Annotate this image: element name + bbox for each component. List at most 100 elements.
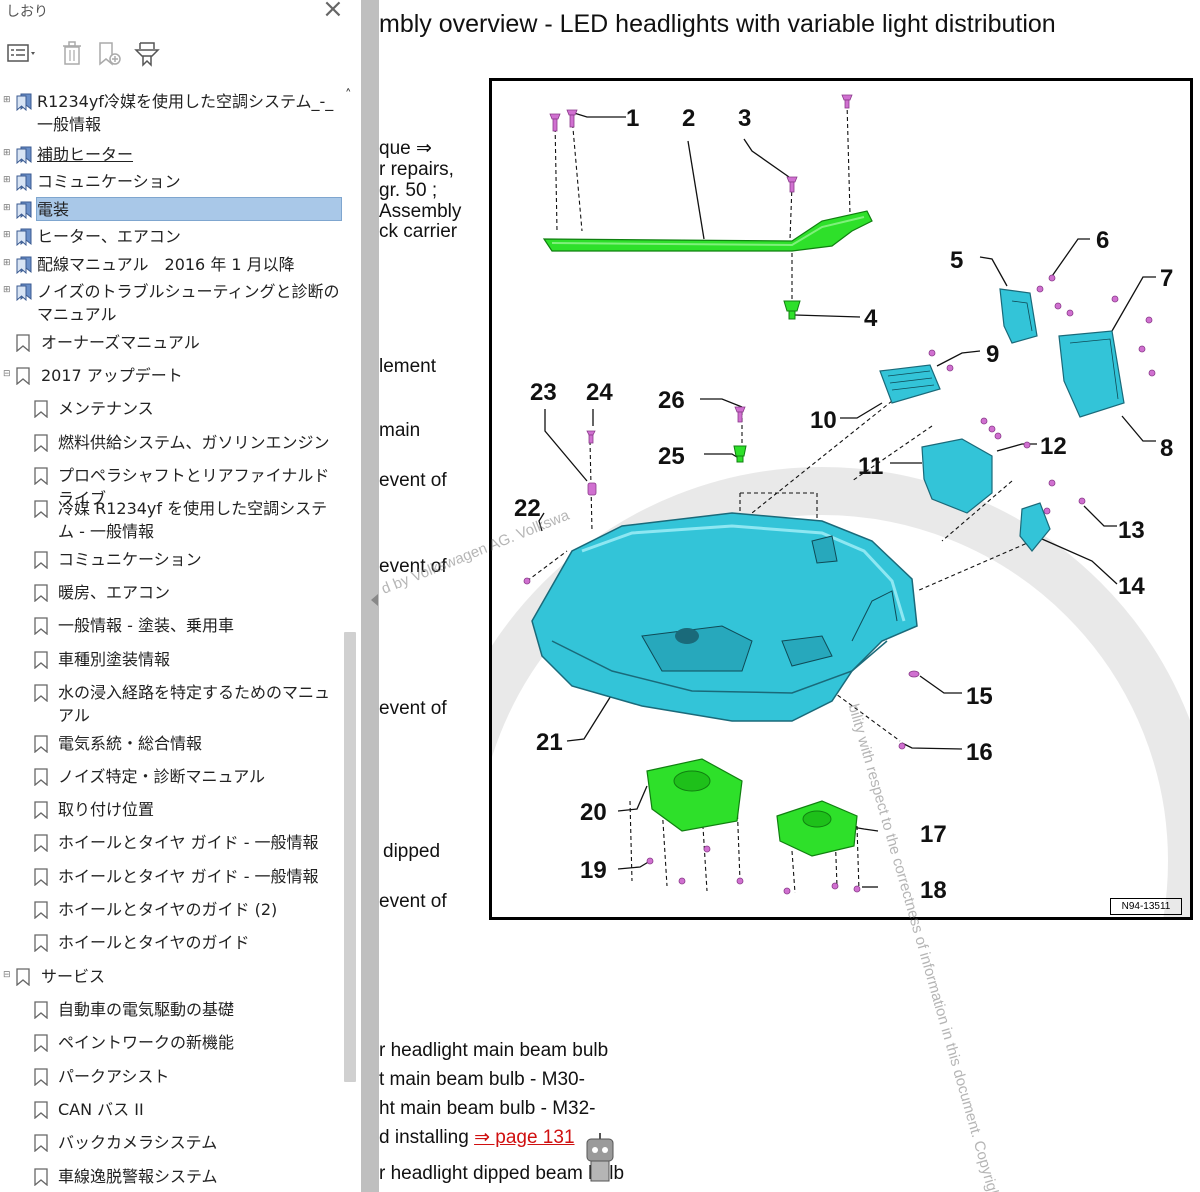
bookmark-item[interactable]: ノイズ特定・診断マニュアル xyxy=(0,765,345,789)
bookmark-item[interactable]: 一般情報 - 塗装、乗用車 xyxy=(0,614,345,638)
page-131-link[interactable]: ⇒ page 131 xyxy=(474,1127,575,1148)
bookmark-icon xyxy=(33,735,49,759)
document-page: mbly overview - LED headlights with vari… xyxy=(379,0,1200,1192)
text-fragment: r repairs, xyxy=(379,159,454,180)
callout-17: 17 xyxy=(920,821,947,848)
page-title: mbly overview - LED headlights with vari… xyxy=(379,10,1056,38)
expand-icon[interactable]: ⊞ xyxy=(3,203,11,213)
bookmark-item[interactable]: 暖房、エアコン xyxy=(0,581,345,605)
led-modules-green xyxy=(646,758,858,857)
bookmark-icon xyxy=(33,551,49,575)
new-bookmark-icon[interactable] xyxy=(96,40,124,72)
bookmark-item[interactable]: ペイントワークの新機能 xyxy=(0,1031,345,1055)
bookmark-item[interactable]: メンテナンス xyxy=(0,397,345,421)
bookmark-item[interactable]: ⊞ノイズのトラブルシューティングと診断のマニュアル xyxy=(0,280,345,328)
bookmark-item[interactable]: ホイールとタイヤのガイド (2) xyxy=(0,898,345,922)
bookmarks-panel-title: しおり xyxy=(6,4,48,20)
callout-19: 19 xyxy=(580,857,607,884)
close-icon[interactable]: × xyxy=(322,0,344,24)
bookmark-label: オーナーズマニュアル xyxy=(41,333,200,352)
text-fragment: dipped xyxy=(383,841,441,862)
bookmarks-panel: しおり × xyxy=(0,0,370,1192)
bookmark-label: 自動車の電気駆動の基礎 xyxy=(58,1000,235,1019)
bookmark-item[interactable]: ⊟2017 アップデート xyxy=(0,364,345,388)
bookmark-item[interactable]: ⊞電装 xyxy=(0,197,345,222)
bookmark-item[interactable]: 取り付け位置 xyxy=(0,798,345,822)
text-fragment: t main beam bulb - M30- xyxy=(379,1069,585,1090)
bookmark-label: 電気系統・総合情報 xyxy=(58,734,203,753)
multi-bookmark-icon xyxy=(14,283,34,307)
expand-icon[interactable]: ⊞ xyxy=(3,285,11,295)
expand-icon[interactable]: ⊞ xyxy=(3,95,11,105)
bookmark-label: 冷媒 R1234yf を使用した空調システム - 一般情報 xyxy=(58,499,328,541)
bookmark-item[interactable]: パークアシスト xyxy=(0,1065,345,1089)
expand-icon[interactable]: ⊞ xyxy=(3,148,11,158)
callout-9: 9 xyxy=(986,341,1000,368)
collapse-icon[interactable]: ⊟ xyxy=(3,369,11,379)
bookmark-item[interactable]: バックカメラシステム xyxy=(0,1131,345,1155)
bookmark-item[interactable]: ホイールとタイヤ ガイド - 一般情報 xyxy=(0,831,345,855)
bookmark-item[interactable]: ⊞R1234yf冷媒を使用した空調システム_-_一般情報 xyxy=(0,90,345,138)
bookmark-label: ホイールとタイヤのガイド (2) xyxy=(58,900,278,919)
vw-logo-watermark xyxy=(492,467,1190,917)
bookmark-icon xyxy=(33,400,49,424)
bookmark-label: コミュニケーション xyxy=(37,172,181,191)
bookmark-item[interactable]: プロペラシャフトとリアファイナルドライブ xyxy=(0,464,345,508)
text-fragment: r headlight dipped beam bulb xyxy=(379,1163,625,1184)
bookmark-icon xyxy=(33,934,49,958)
bookmark-icon xyxy=(33,651,49,675)
bookmark-item[interactable]: 車線逸脱警報システム xyxy=(0,1165,345,1189)
bookmark-label: サービス xyxy=(41,967,106,986)
callout-18: 18 xyxy=(920,877,947,904)
text-fragment: event of xyxy=(379,891,447,912)
callout-23: 23 xyxy=(530,379,557,406)
bookmark-item[interactable]: CAN バス II xyxy=(0,1098,345,1122)
collapse-panel-icon[interactable] xyxy=(371,594,378,606)
bookmark-icon xyxy=(33,1134,49,1158)
bookmark-icon xyxy=(33,584,49,608)
figure-id-label: N94-13511 xyxy=(1110,898,1182,915)
options-menu-icon[interactable] xyxy=(6,40,40,70)
bookmark-item[interactable]: 電気系統・総合情報 xyxy=(0,732,345,756)
bookmark-item[interactable]: オーナーズマニュアル xyxy=(0,331,345,355)
scroll-up-icon[interactable]: ˄ xyxy=(345,88,352,103)
callout-5: 5 xyxy=(950,247,964,274)
callout-6: 6 xyxy=(1096,227,1110,254)
callout-1: 1 xyxy=(626,105,640,132)
bookmark-icon xyxy=(15,334,31,358)
delete-icon[interactable] xyxy=(60,40,84,72)
bookmark-item[interactable]: 車種別塗装情報 xyxy=(0,648,345,672)
bookmark-label: 車種別塗装情報 xyxy=(58,650,171,669)
bookmark-item[interactable]: 燃料供給システム、ガソリンエンジン xyxy=(0,431,345,455)
selection-highlight xyxy=(36,197,342,221)
bookmark-icon xyxy=(33,1068,49,1092)
bookmark-label: 一般情報 - 塗装、乗用車 xyxy=(58,616,234,635)
callout-16: 16 xyxy=(966,739,993,766)
bookmark-icon xyxy=(33,1168,49,1192)
bookmark-item[interactable]: ⊟ サービス xyxy=(0,965,345,989)
expand-icon[interactable]: ⊞ xyxy=(3,230,11,240)
bookmark-label: ホイールとタイヤ ガイド - 一般情報 xyxy=(58,833,319,852)
bookmark-item[interactable]: 自動車の電気駆動の基礎 xyxy=(0,998,345,1022)
expand-icon[interactable]: ⊞ xyxy=(3,175,11,185)
bookmark-item[interactable]: ホイールとタイヤのガイド xyxy=(0,931,345,955)
expand-icon[interactable]: ⊞ xyxy=(3,258,11,268)
bookmark-label: 暖房、エアコン xyxy=(58,583,171,602)
bookmark-label: 水の浸入経路を特定するためのマニュアル xyxy=(58,683,331,725)
find-bookmark-icon[interactable] xyxy=(132,40,162,72)
bookmark-item[interactable]: 冷媒 R1234yf を使用した空調システム - 一般情報 xyxy=(0,497,345,545)
callout-25: 25 xyxy=(658,443,685,470)
collapse-icon[interactable]: ⊟ xyxy=(3,970,11,980)
bookmark-item[interactable]: ⊞ヒーター、エアコン xyxy=(0,225,345,249)
bookmark-item[interactable]: 水の浸入経路を特定するためのマニュアル xyxy=(0,681,345,729)
panel-splitter[interactable] xyxy=(361,0,379,1192)
text-fragment: event of xyxy=(379,470,447,491)
bookmark-item[interactable]: ホイールとタイヤ ガイド - 一般情報 xyxy=(0,865,345,889)
callout-10: 10 xyxy=(810,407,837,434)
text-fragment: main xyxy=(379,420,421,441)
bookmark-item[interactable]: ⊞補助ヒーター xyxy=(0,143,345,167)
bookmark-item[interactable]: ⊞ コミュニケーション xyxy=(0,170,345,194)
bookmark-item[interactable]: ⊞配線マニュアル 2016 年 1 月以降 xyxy=(0,253,345,277)
bookmark-item[interactable]: コミュニケーション xyxy=(0,548,345,572)
sidebar-scrollbar-thumb[interactable] xyxy=(344,632,356,1082)
